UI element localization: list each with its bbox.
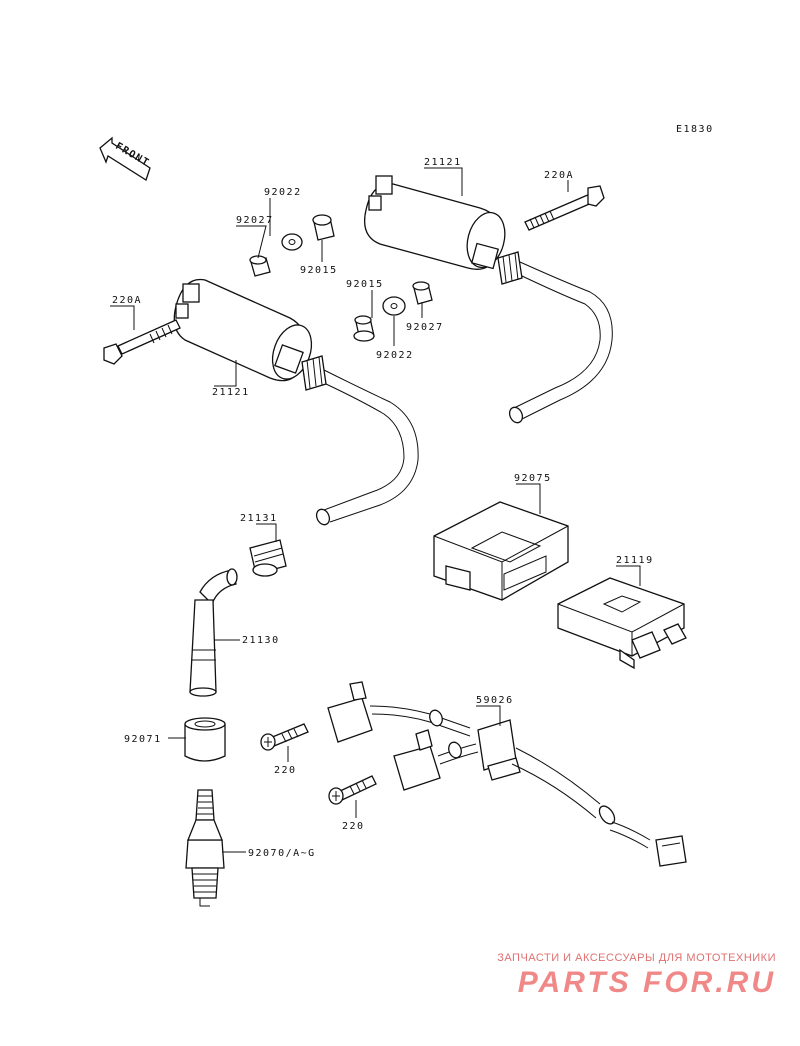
plug-cap-21130 xyxy=(189,568,238,697)
ic-unit-21119 xyxy=(557,577,687,670)
label-collar-a: 92027 xyxy=(236,215,274,226)
label-bushing-a: 92015 xyxy=(300,265,338,276)
ignition-coil-lower xyxy=(173,278,419,526)
label-harness: 59026 xyxy=(476,695,514,706)
ignition-coil-upper xyxy=(363,175,613,424)
watermark-tagline: ЗАПЧАСТИ И АКСЕССУАРЫ ДЛЯ МОТОТЕХНИКИ xyxy=(497,952,776,964)
label-screw-a: 220 xyxy=(274,765,297,776)
label-cap: 21131 xyxy=(240,513,278,524)
screw-220-b xyxy=(328,775,377,805)
washer-92022-b xyxy=(382,296,406,316)
harness-59026 xyxy=(327,681,687,867)
collar-92027-a xyxy=(249,255,271,277)
bushing-92015-a xyxy=(312,214,335,241)
label-bushing-b: 92015 xyxy=(346,279,384,290)
label-plug-cap: 21130 xyxy=(242,635,280,646)
bolt-220a-upper xyxy=(524,185,605,231)
label-coil-upper: 21121 xyxy=(424,157,462,168)
label-bolt-lower: 220A xyxy=(112,295,142,306)
leader-lines xyxy=(110,167,641,853)
bolt-220a-lower xyxy=(103,319,181,365)
label-igniter: 92075 xyxy=(514,473,552,484)
label-washer-a: 92022 xyxy=(264,187,302,198)
label-bolt-upper: 220A xyxy=(544,170,574,181)
collar-92027-b xyxy=(412,281,433,305)
front-arrow-icon: FRONT xyxy=(99,136,151,181)
label-spark-plug: 92070/A~G xyxy=(248,848,316,859)
screw-220-a xyxy=(260,723,309,751)
watermark-logo: PARTS FOR.RU xyxy=(517,966,776,999)
washer-92022-a xyxy=(281,233,303,251)
label-collar-b: 92027 xyxy=(406,322,444,333)
label-washer-b: 92022 xyxy=(376,350,414,361)
label-coil-lower: 21121 xyxy=(212,387,250,398)
label-screw-b: 220 xyxy=(342,821,365,832)
rubber-cap-21131 xyxy=(249,539,287,577)
spark-plug-92070 xyxy=(185,789,225,907)
diagram-code: E1830 xyxy=(676,124,714,135)
label-cover: 92071 xyxy=(124,734,162,745)
igniter-92075 xyxy=(433,501,569,601)
label-ic-unit: 21119 xyxy=(616,555,654,566)
cover-92071 xyxy=(184,717,226,762)
bushing-92015-b xyxy=(353,315,375,342)
